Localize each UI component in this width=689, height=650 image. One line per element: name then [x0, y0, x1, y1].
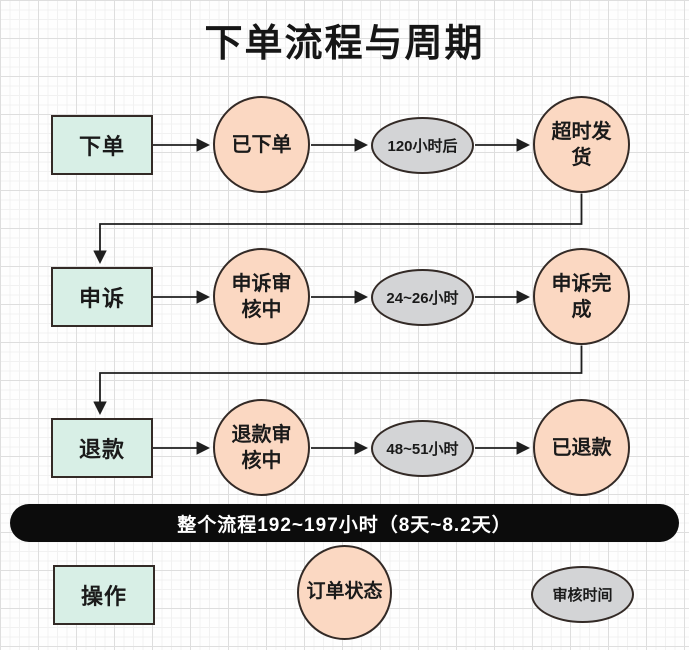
time-node-appeal-review-time-label: 24~26小时	[386, 290, 459, 307]
state-node-ordered: 已下单	[213, 96, 310, 193]
connector-overtime-to-appeal	[93, 193, 583, 265]
time-node-refund-review-time-label: 48~51小时	[386, 441, 459, 458]
legend-action-label: 操作	[80, 584, 127, 609]
legend-time-label: 审核时间	[552, 587, 613, 604]
action-node-order-label: 下单	[78, 134, 125, 159]
state-node-overtime-delivery-label: 超时发货	[551, 120, 612, 169]
action-node-appeal: 申诉	[51, 267, 153, 327]
legend-state-label: 订单状态	[306, 581, 383, 603]
action-node-appeal-label: 申诉	[78, 286, 125, 311]
state-node-ordered-label: 已下单	[231, 133, 292, 156]
time-node-order-wait-label: 120小时后	[387, 138, 458, 155]
connector-complete-to-refund	[93, 345, 583, 416]
legend-action-swatch: 操作	[53, 565, 155, 625]
state-node-refund-reviewing: 退款审核中	[213, 399, 310, 496]
time-node-appeal-review-time: 24~26小时	[371, 269, 474, 326]
page-title: 下单流程与周期	[204, 23, 485, 65]
legend-time-swatch: 审核时间	[531, 566, 634, 623]
action-node-refund-label: 退款	[78, 437, 125, 462]
time-node-order-wait: 120小时后	[371, 117, 474, 174]
state-node-refunded-label: 已退款	[551, 436, 612, 459]
legend-state-swatch: 订单状态	[297, 545, 392, 640]
action-node-order: 下单	[51, 115, 153, 175]
state-node-refunded: 已退款	[533, 399, 630, 496]
state-node-appeal-complete-label: 申诉完成	[551, 272, 612, 321]
total-duration-banner: 整个流程192~197小时（8天~8.2天）	[10, 504, 679, 542]
state-node-appeal-reviewing: 申诉审核中	[213, 248, 310, 345]
state-node-appeal-complete: 申诉完成	[533, 248, 630, 345]
state-node-overtime-delivery: 超时发货	[533, 96, 630, 193]
time-node-refund-review-time: 48~51小时	[371, 420, 474, 477]
action-node-refund: 退款	[51, 418, 153, 478]
state-node-appeal-reviewing-label: 申诉审核中	[231, 272, 292, 321]
state-node-refund-reviewing-label: 退款审核中	[231, 423, 292, 472]
total-duration-banner-text: 整个流程192~197小时（8天~8.2天）	[177, 514, 512, 536]
